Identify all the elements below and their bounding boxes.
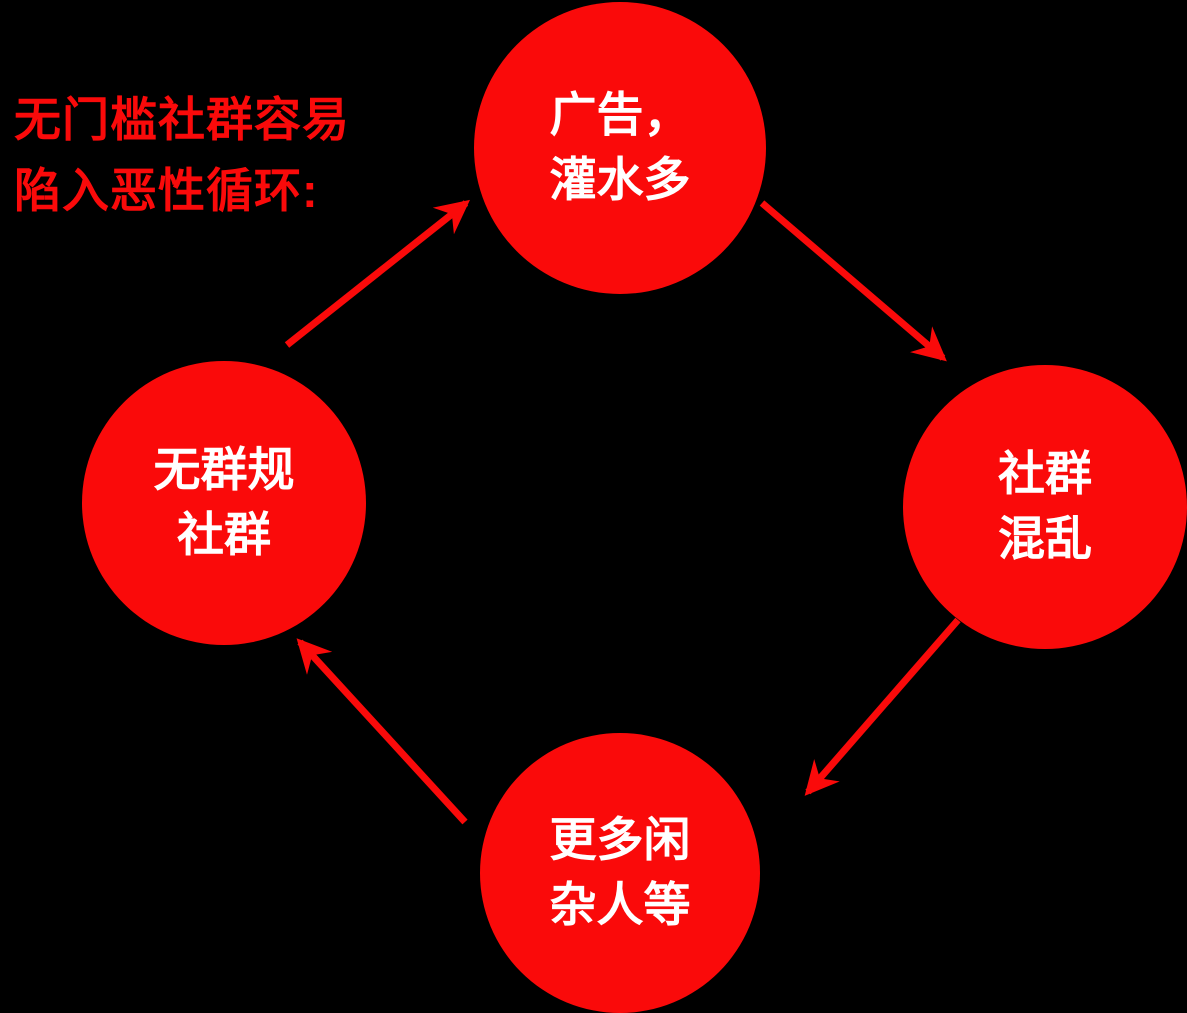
node-more-idle-people: 更多闲 杂人等	[480, 733, 760, 1013]
node-label: 更多闲 杂人等	[549, 813, 691, 931]
arrow-top-to-right	[759, 200, 947, 362]
node-label: 无群规 社群	[153, 443, 295, 561]
node-no-rules-community: 无群规 社群	[82, 361, 366, 645]
node-community-chaos: 社群 混乱	[903, 365, 1187, 649]
node-label: 社群 混乱	[998, 447, 1092, 565]
node-ads-spam: 广告， 灌水多	[474, 2, 766, 294]
node-label: 广告， 灌水多	[549, 88, 691, 206]
arrow-right-to-bottom	[804, 617, 961, 796]
arrow-bottom-to-left	[296, 638, 468, 825]
page-title: 无门槛社群容易 陷入恶性循环:	[14, 93, 350, 218]
